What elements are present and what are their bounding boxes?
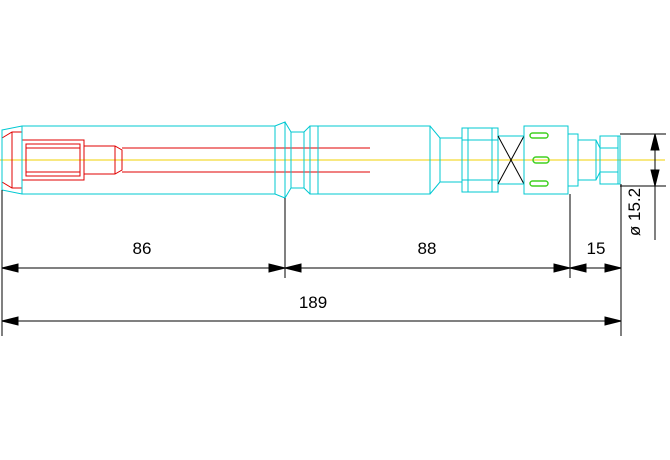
vent-marks: [529, 132, 550, 187]
dim-88: 88: [418, 239, 437, 258]
dim-diameter: ø 15.2: [625, 188, 644, 236]
dim-189: 189: [299, 293, 327, 312]
terminal-connector: [1, 131, 370, 189]
boot-body: [1, 121, 621, 199]
dimension-lines: [1, 133, 666, 336]
dim-15: 15: [587, 239, 606, 258]
dim-86: 86: [133, 239, 152, 258]
